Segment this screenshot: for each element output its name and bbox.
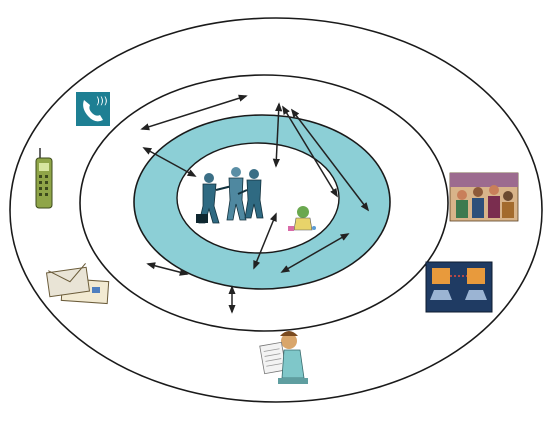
- telephone-icon: ))): [76, 92, 110, 126]
- reading-newspaper-figure: [259, 331, 308, 384]
- arrow-center-down: [253, 212, 277, 270]
- business-group-figures: [196, 167, 264, 224]
- arrows-group: [140, 94, 370, 314]
- svg-text:))): ))): [96, 96, 108, 107]
- computers-network-icon: [425, 261, 493, 313]
- arrow-left-inner: [142, 147, 197, 177]
- child-playing-figure: [288, 206, 316, 231]
- arrow-left-lower: [146, 262, 189, 276]
- arrow-top-center: [272, 102, 283, 168]
- arrow-top-diagonal-b: [290, 108, 370, 212]
- letters-mail-icon: [45, 263, 110, 305]
- arrow-right-lower: [280, 233, 350, 273]
- mobile-phone-icon: [35, 148, 53, 209]
- arrow-top-left: [140, 94, 248, 131]
- family-group-photo: [449, 172, 519, 222]
